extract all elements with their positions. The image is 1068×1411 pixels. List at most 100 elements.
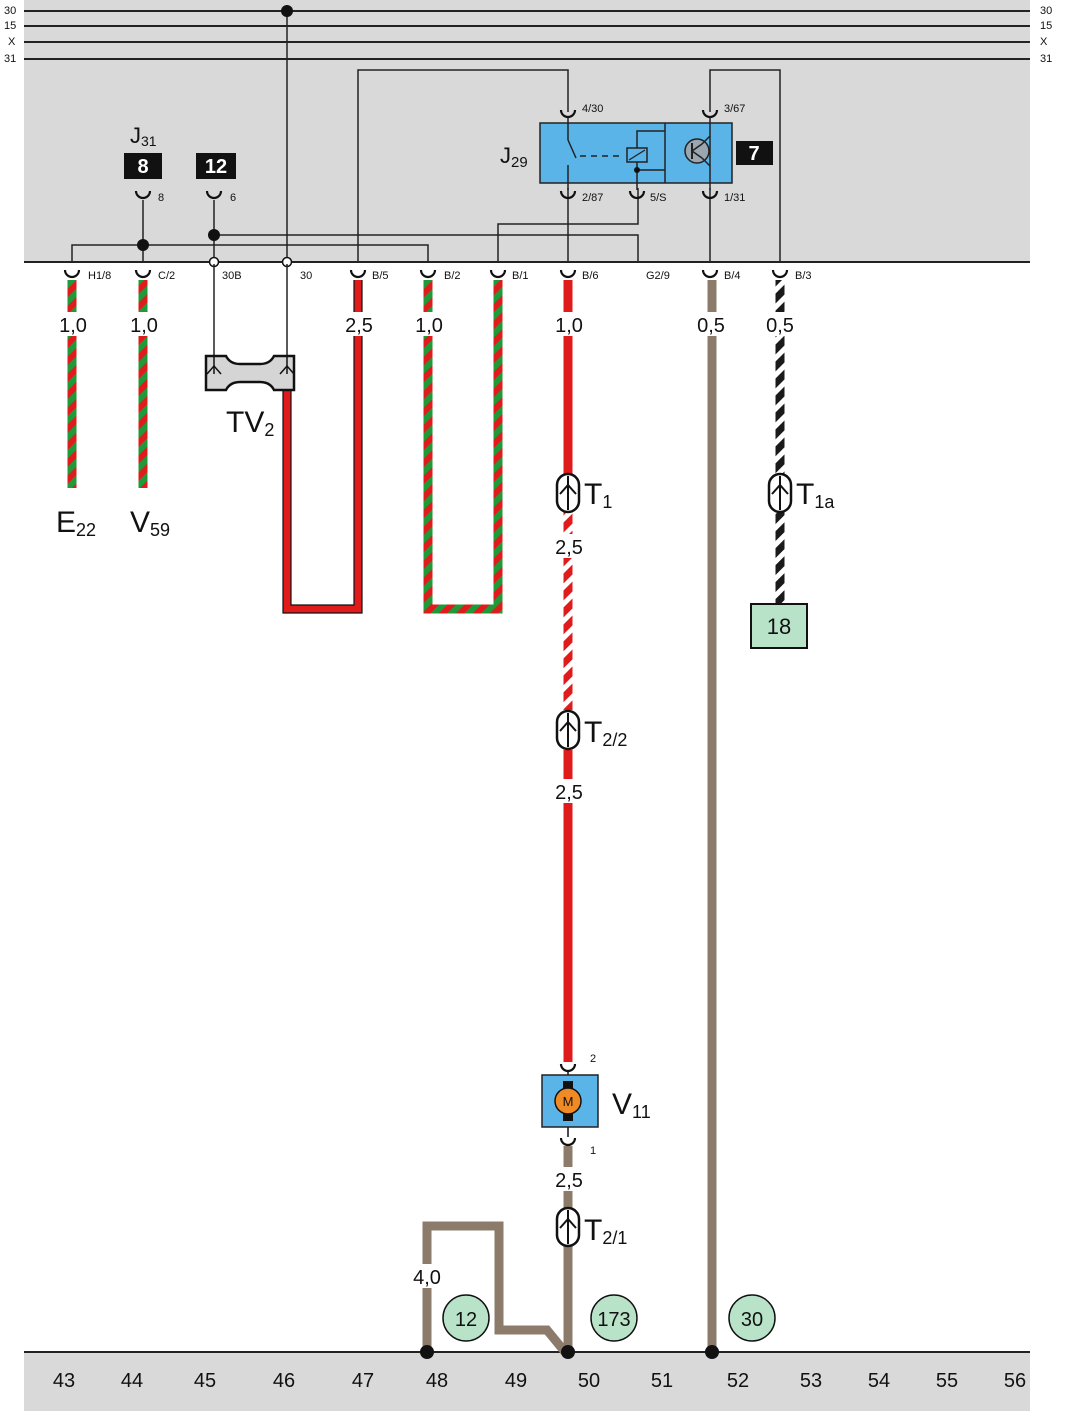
svg-text:J29: J29 — [500, 143, 528, 171]
pin-label: 2/87 — [582, 192, 603, 204]
connector-label: 30B — [222, 270, 242, 282]
connector-label: B/6 — [582, 270, 599, 282]
wire-size: 1,0 — [555, 315, 583, 337]
motor-v11: M — [541, 1063, 599, 1147]
track-number: 44 — [121, 1370, 143, 1392]
wire-size: 2,5 — [555, 537, 583, 559]
wires — [67, 264, 785, 1355]
fuse12-ref-label: 12 — [205, 156, 227, 178]
track-number: 43 — [53, 1370, 75, 1392]
connector-label: B/5 — [372, 270, 389, 282]
connector-label: H1/8 — [88, 270, 111, 282]
t22-name: T — [584, 716, 602, 749]
connector-label: G2/9 — [646, 270, 670, 282]
relay-j29 — [539, 118, 733, 190]
fuse-relay-panel — [24, 0, 1030, 262]
ground-ref-label: 30 — [741, 1309, 763, 1331]
rail-label-right: 15 — [1040, 20, 1052, 32]
supply-rails — [24, 10, 1030, 60]
ground-ref-label: 173 — [597, 1309, 630, 1331]
t1a-sub: 1a — [814, 492, 835, 512]
rail-label-left: X — [8, 36, 16, 48]
pin-label: 2 — [590, 1053, 596, 1065]
j31-sub: 31 — [141, 133, 157, 149]
rail-label-right: 30 — [1040, 5, 1052, 17]
relay-name: J — [500, 143, 511, 168]
relay-ref-label: 7 — [748, 143, 759, 165]
pin-label: 1 — [590, 1145, 596, 1157]
e22-name: E — [56, 506, 76, 539]
fuse12-ref-box — [196, 153, 236, 179]
rail-label-right: 31 — [1040, 53, 1052, 65]
connector-label: C/2 — [158, 270, 175, 282]
j31-ref-box — [124, 153, 162, 179]
t22-sub: 2/2 — [602, 730, 627, 750]
svg-text:V59: V59 — [130, 506, 170, 540]
ref-box-18 — [750, 603, 808, 649]
svg-text:E22: E22 — [56, 506, 96, 540]
rail-label-left: 15 — [4, 20, 16, 32]
v59-name: V — [130, 506, 150, 539]
t1-name: T — [584, 478, 602, 511]
v59-sub: 59 — [150, 520, 170, 540]
svg-text:J31: J31 — [130, 123, 157, 149]
pin-label: 1/31 — [724, 192, 745, 204]
connector-label: B/2 — [444, 270, 461, 282]
wire-size: 2,5 — [345, 315, 373, 337]
track-number: 55 — [936, 1370, 958, 1392]
track-number: 46 — [273, 1370, 295, 1392]
wire-size: 1,0 — [59, 315, 87, 337]
svg-text:T1: T1 — [584, 478, 612, 512]
track-number: 47 — [352, 1370, 374, 1392]
rail-label-left: 30 — [4, 5, 16, 17]
j31-ref-label: 8 — [137, 156, 148, 178]
wire-size: 4,0 — [413, 1267, 441, 1289]
ref-box-label: 18 — [767, 614, 791, 639]
track-number: 56 — [1004, 1370, 1026, 1392]
wire-loop-red-green — [423, 280, 503, 614]
j31-name: J — [130, 123, 141, 148]
motor-icon — [554, 1087, 582, 1115]
wire-size: 1,0 — [130, 315, 158, 337]
junction-dot — [281, 5, 293, 17]
tv2-name: TV — [226, 406, 264, 439]
svg-text:TV2: TV2 — [226, 406, 274, 440]
track-number: 52 — [727, 1370, 749, 1392]
ground-junction — [705, 1345, 719, 1359]
svg-text:T1a: T1a — [796, 478, 835, 512]
tv2-sub: 2 — [264, 420, 274, 440]
junction-dot — [137, 239, 149, 251]
track-number: 54 — [868, 1370, 890, 1392]
transistor-icon — [684, 138, 710, 164]
t1-sub: 1 — [602, 492, 612, 512]
ground-ref-12 — [442, 1294, 490, 1342]
svg-text:T2/1: T2/1 — [584, 1214, 627, 1248]
track-number: 45 — [194, 1370, 216, 1392]
pin-label: 6 — [230, 192, 236, 204]
ground-junction — [561, 1345, 575, 1359]
wire-size: 1,0 — [415, 315, 443, 337]
current-track-scale: 43 44 45 46 47 48 49 50 51 52 53 54 55 5… — [53, 1370, 1026, 1392]
wire-size: 0,5 — [766, 315, 794, 337]
connector-label: 30 — [300, 270, 312, 282]
pin-label: 5/S — [650, 192, 667, 204]
relay-ref-box — [736, 141, 773, 165]
rail-label-left: 31 — [4, 53, 16, 65]
ground-ref-173 — [590, 1294, 638, 1342]
track-number: 50 — [578, 1370, 600, 1392]
connector-label: B/4 — [724, 270, 741, 282]
wire-size: 2,5 — [555, 1170, 583, 1192]
track-number: 51 — [651, 1370, 673, 1392]
ground-strip — [24, 1352, 1030, 1411]
svg-text:T2/2: T2/2 — [584, 716, 627, 750]
wire-ground-loop — [422, 1221, 569, 1355]
track-number: 53 — [800, 1370, 822, 1392]
t21-name: T — [584, 1214, 602, 1247]
ground-ref-30 — [728, 1294, 776, 1342]
wire-loop-red — [282, 280, 363, 614]
wire-size: 0,5 — [697, 315, 725, 337]
wire-size: 2,5 — [555, 782, 583, 804]
svg-text:V11: V11 — [612, 1088, 651, 1122]
pin-label: 8 — [158, 192, 164, 204]
